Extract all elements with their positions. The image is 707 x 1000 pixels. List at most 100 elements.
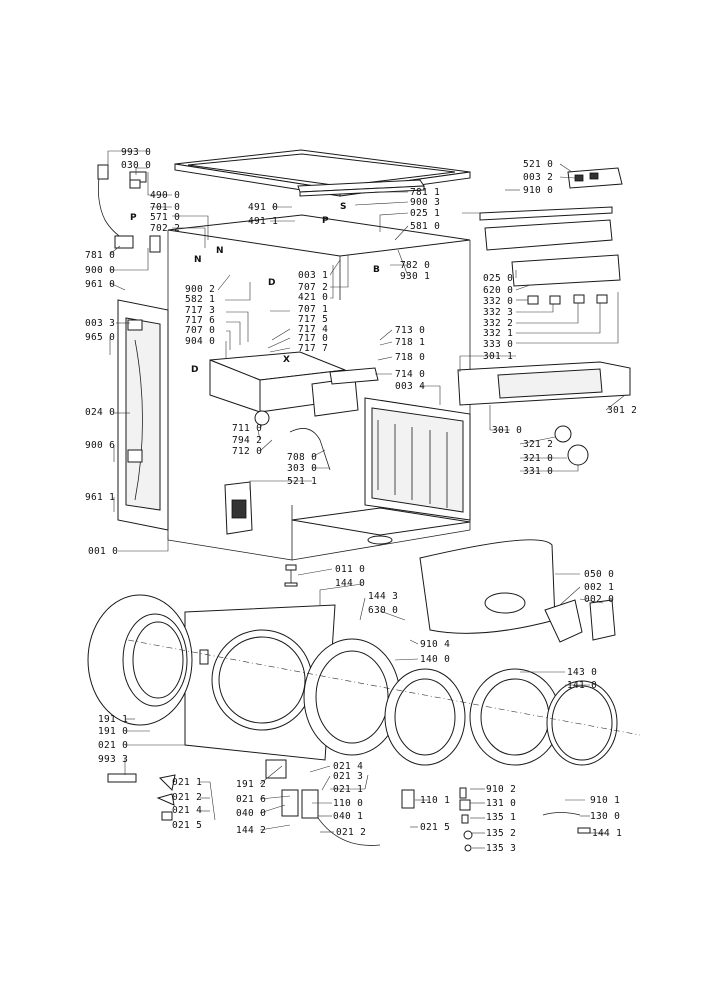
part-label: 717 5 — [298, 314, 328, 325]
part-label: 301 1 — [483, 351, 513, 362]
reference-letter: D — [191, 365, 198, 375]
part-label: 711 0 — [232, 423, 262, 434]
part-label: 707 2 — [298, 282, 328, 293]
part-label: 961 1 — [85, 492, 115, 503]
door-seal — [303, 638, 401, 756]
part-label: 331 0 — [523, 466, 553, 477]
part-label: 040 0 — [236, 808, 266, 819]
part-label: 140 0 — [420, 654, 450, 665]
part-label: 003 1 — [298, 270, 328, 281]
part-label: 707 1 — [298, 304, 328, 315]
reference-letter: P — [322, 216, 329, 226]
part-label: 900 3 — [410, 197, 440, 208]
part-label: 965 0 — [85, 332, 115, 343]
part-label: 491 0 — [248, 202, 278, 213]
part-label: 332 1 — [483, 328, 513, 339]
part-label: 717 0 — [298, 333, 328, 344]
part-label: 030 0 — [121, 160, 151, 171]
part-label: 333 0 — [483, 339, 513, 350]
part-label: 717 4 — [298, 324, 328, 335]
part-label: 910 0 — [523, 185, 553, 196]
part-label: 782 0 — [400, 260, 430, 271]
dispenser — [209, 351, 379, 471]
part-label: 571 0 — [150, 212, 180, 223]
part-label: 141 0 — [567, 680, 597, 691]
part-label: 303 0 — [287, 463, 317, 474]
part-label: 002 1 — [584, 582, 614, 593]
part-label: 491 1 — [248, 216, 278, 227]
part-label: 021 2 — [336, 827, 366, 838]
rear-rail — [297, 179, 425, 197]
part-label: 301 0 — [492, 425, 522, 436]
part-label: 521 0 — [523, 159, 553, 170]
part-label: 707 0 — [185, 325, 215, 336]
part-label: 130 0 — [590, 811, 620, 822]
part-label: 900 0 — [85, 265, 115, 276]
reference-letter: B — [373, 265, 380, 275]
part-label: 021 4 — [172, 805, 202, 816]
reference-letter: S — [340, 202, 346, 212]
part-label: 144 1 — [592, 828, 622, 839]
part-label: 993 0 — [121, 147, 151, 158]
part-label: 021 3 — [333, 771, 363, 782]
part-label: 003 4 — [395, 381, 425, 392]
leader-lines — [107, 150, 626, 849]
part-label: 321 0 — [523, 453, 553, 464]
part-label: 781 0 — [85, 250, 115, 261]
part-label: 021 4 — [333, 761, 363, 772]
part-label: 144 2 — [236, 825, 266, 836]
part-label: 144 3 — [368, 591, 398, 602]
part-label: 301 2 — [607, 405, 637, 416]
part-label: 143 0 — [567, 667, 597, 678]
part-label: 717 7 — [298, 343, 328, 354]
part-label: 701 0 — [150, 202, 180, 213]
part-label: 620 0 — [483, 285, 513, 296]
part-label: 630 0 — [368, 605, 398, 616]
part-label: 702 2 — [150, 223, 180, 234]
door-rings — [384, 668, 618, 766]
part-label: 191 0 — [98, 726, 128, 737]
reference-letter: N — [216, 246, 224, 256]
part-label: 021 0 — [98, 740, 128, 751]
part-label: 021 1 — [172, 777, 202, 788]
part-label: 910 4 — [420, 639, 450, 650]
part-label: 708 0 — [287, 452, 317, 463]
part-label: 490 0 — [150, 190, 180, 201]
part-label: 714 0 — [395, 369, 425, 380]
tub — [87, 594, 193, 726]
part-label: 021 1 — [333, 784, 363, 795]
part-label: 718 1 — [395, 337, 425, 348]
part-label: 003 3 — [85, 318, 115, 329]
part-label: 321 2 — [523, 439, 553, 450]
side-panel — [117, 299, 169, 531]
part-label: 003 2 — [523, 172, 553, 183]
part-label: 910 2 — [486, 784, 516, 795]
part-label: 144 0 — [335, 578, 365, 589]
part-label: 582 1 — [185, 294, 215, 305]
reference-letter: D — [268, 278, 275, 288]
part-label: 025 1 — [410, 208, 440, 219]
part-label: 332 0 — [483, 296, 513, 307]
part-label: 021 5 — [420, 822, 450, 833]
part-label: 712 0 — [232, 446, 262, 457]
part-label: 002 0 — [584, 594, 614, 605]
electronic-board — [567, 167, 623, 189]
part-label: 011 0 — [335, 564, 365, 575]
part-label: 050 0 — [584, 569, 614, 580]
part-label: 025 0 — [483, 273, 513, 284]
part-label: 332 3 — [483, 307, 513, 318]
part-label: 021 5 — [172, 820, 202, 831]
part-label: 900 2 — [185, 284, 215, 295]
part-label: 135 3 — [486, 843, 516, 854]
reference-letter: P — [130, 213, 137, 223]
part-label: 421 0 — [298, 292, 328, 303]
part-label: 794 2 — [232, 435, 262, 446]
part-label: 521 1 — [287, 476, 317, 487]
part-label: 135 2 — [486, 828, 516, 839]
part-label: 001 0 — [88, 546, 118, 557]
reference-letter: N — [194, 255, 202, 265]
